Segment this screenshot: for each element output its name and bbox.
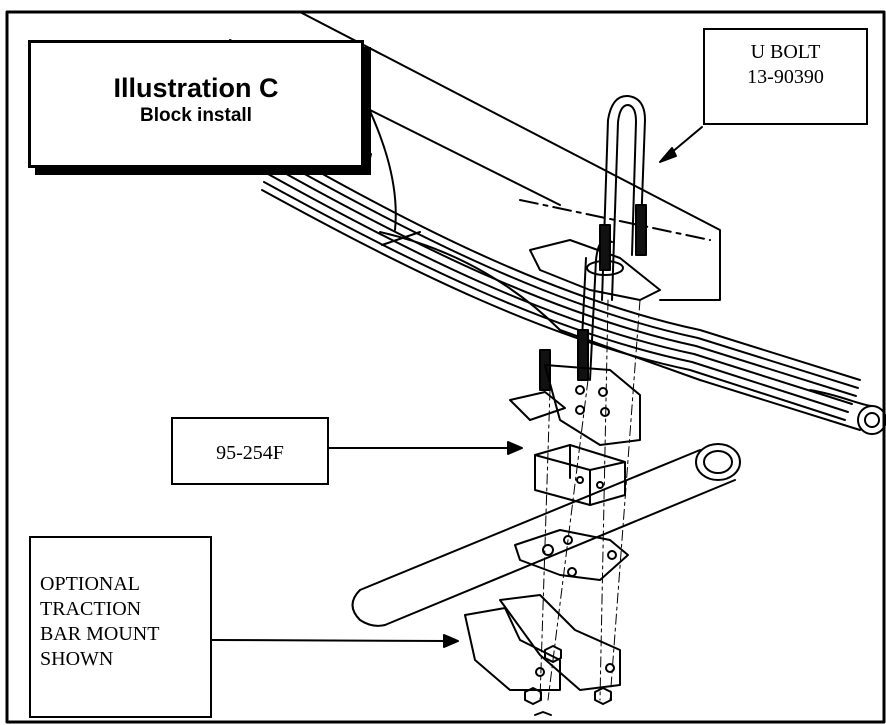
- traction-bar-callout: OPTIONAL TRACTION BAR MOUNT SHOWN: [29, 536, 212, 718]
- illustration-title: Illustration C: [113, 73, 279, 103]
- traction-line-3: BAR MOUNT: [40, 623, 160, 645]
- leader-arrows: [211, 126, 703, 648]
- axle-tube: [351, 443, 741, 627]
- nuts: [524, 645, 612, 716]
- spring-eye: [809, 389, 886, 435]
- drawing-border: [5, 10, 886, 724]
- lift-block: [534, 444, 626, 506]
- traction-line-2: TRACTION: [40, 598, 142, 620]
- u-bolt-callout: U BOLT 13-90390: [703, 28, 868, 125]
- u-bolt-label: U BOLT: [750, 41, 821, 63]
- illustration-title-box: Illustration C Block install: [28, 40, 364, 168]
- u-bolt: [539, 94, 647, 391]
- bolt-centerlines: [539, 299, 641, 701]
- block-part-number: 95-254F: [216, 442, 284, 464]
- block-callout: 95-254F: [171, 417, 329, 485]
- illustration-subtitle: Block install: [140, 105, 252, 126]
- traction-line-1: OPTIONAL: [40, 573, 140, 595]
- traction-leader: [211, 639, 451, 642]
- traction-bar-mount: [464, 594, 621, 691]
- axle-bracket: [509, 364, 641, 446]
- leaf-spring: [261, 149, 861, 431]
- clamp-plate: [514, 529, 629, 581]
- traction-line-4: SHOWN: [40, 648, 114, 670]
- u-bolt-part-number: 13-90390: [747, 66, 824, 88]
